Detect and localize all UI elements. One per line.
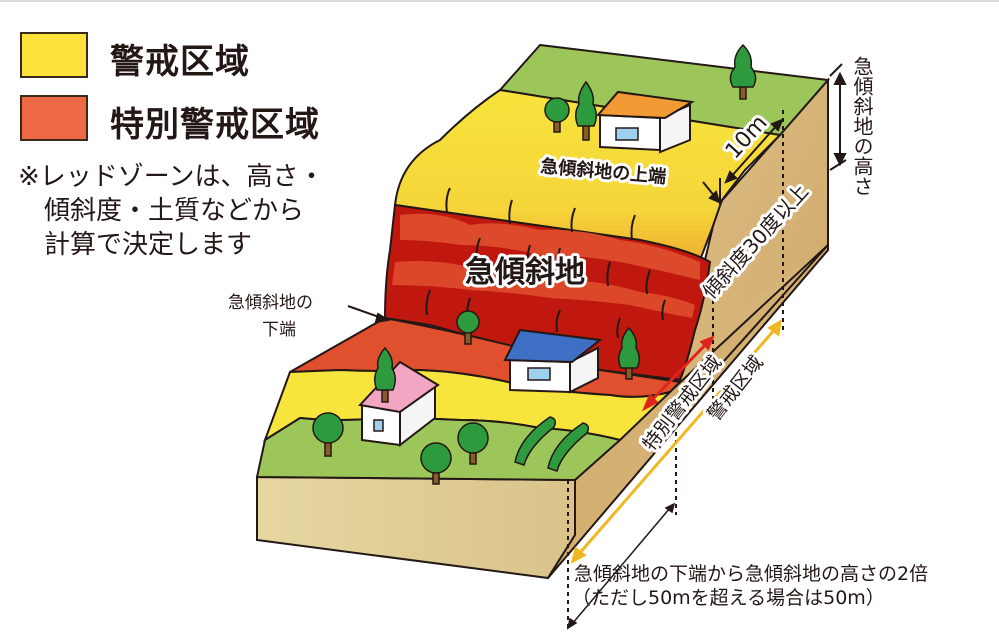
slope-bottom-label-line1: 急傾斜地の: [228, 293, 313, 313]
tree-icon: [457, 422, 489, 465]
legend-label-warning-zone: 警戒区域: [110, 42, 250, 82]
legend-note-line: ※レッドゾーンは、高さ・: [18, 162, 325, 192]
tree-icon: [420, 442, 452, 485]
tree-icon: [312, 412, 344, 457]
bottom-distance-line2: （ただし50mを超える場合は50m）: [572, 587, 885, 609]
slope-top-pointer: [702, 178, 721, 205]
legend-note: ※レッドゾーンは、高さ・ 傾斜度・土質などから 計算で決定します: [18, 160, 325, 262]
tree-icon: [456, 310, 480, 345]
ten-meter-arrow: [724, 118, 784, 184]
trees: [312, 43, 757, 485]
soil-front-face: [256, 475, 576, 580]
tree-icon: [575, 80, 597, 141]
dotted-guides: [567, 110, 784, 630]
house-blue-roof: [503, 328, 603, 394]
tree-icon: [374, 346, 396, 403]
bottom-distance-line1: 急傾斜地の下端から急傾斜地の高さの2倍: [574, 563, 928, 585]
slope-bottom-pointer: [347, 305, 391, 324]
slope-label: 急傾斜地: [465, 255, 585, 290]
slope-height-label: 急傾斜地の高さ: [850, 56, 874, 196]
slope-cracks: [425, 187, 666, 339]
legend-note-line: 傾斜度・土質などから: [18, 196, 305, 226]
tree-icon: [618, 326, 640, 380]
hedge-icon: [547, 422, 590, 472]
legend-swatch-special-warning-zone: [20, 95, 88, 141]
special-zone-arrow: [641, 335, 715, 412]
legend-swatch-warning-zone: [20, 32, 88, 78]
hedge-icon: [514, 416, 557, 466]
slope-bottom-label-line2: 下端: [262, 320, 296, 340]
bottom-distance-arrow: [566, 502, 676, 630]
top-border: [0, 0, 999, 2]
house-orange-roof: [595, 90, 695, 154]
legend-label-special-warning-zone: 特別警戒区域: [110, 105, 320, 145]
house-pink-roof: [358, 360, 440, 448]
slope-angle-line: [679, 244, 829, 411]
slope-height-arrow: [829, 63, 847, 171]
tree-icon: [544, 97, 570, 133]
warning-zone-arrow: [570, 319, 783, 564]
legend-note-line: 計算で決定します: [18, 230, 253, 260]
tree-icon: [729, 43, 757, 100]
